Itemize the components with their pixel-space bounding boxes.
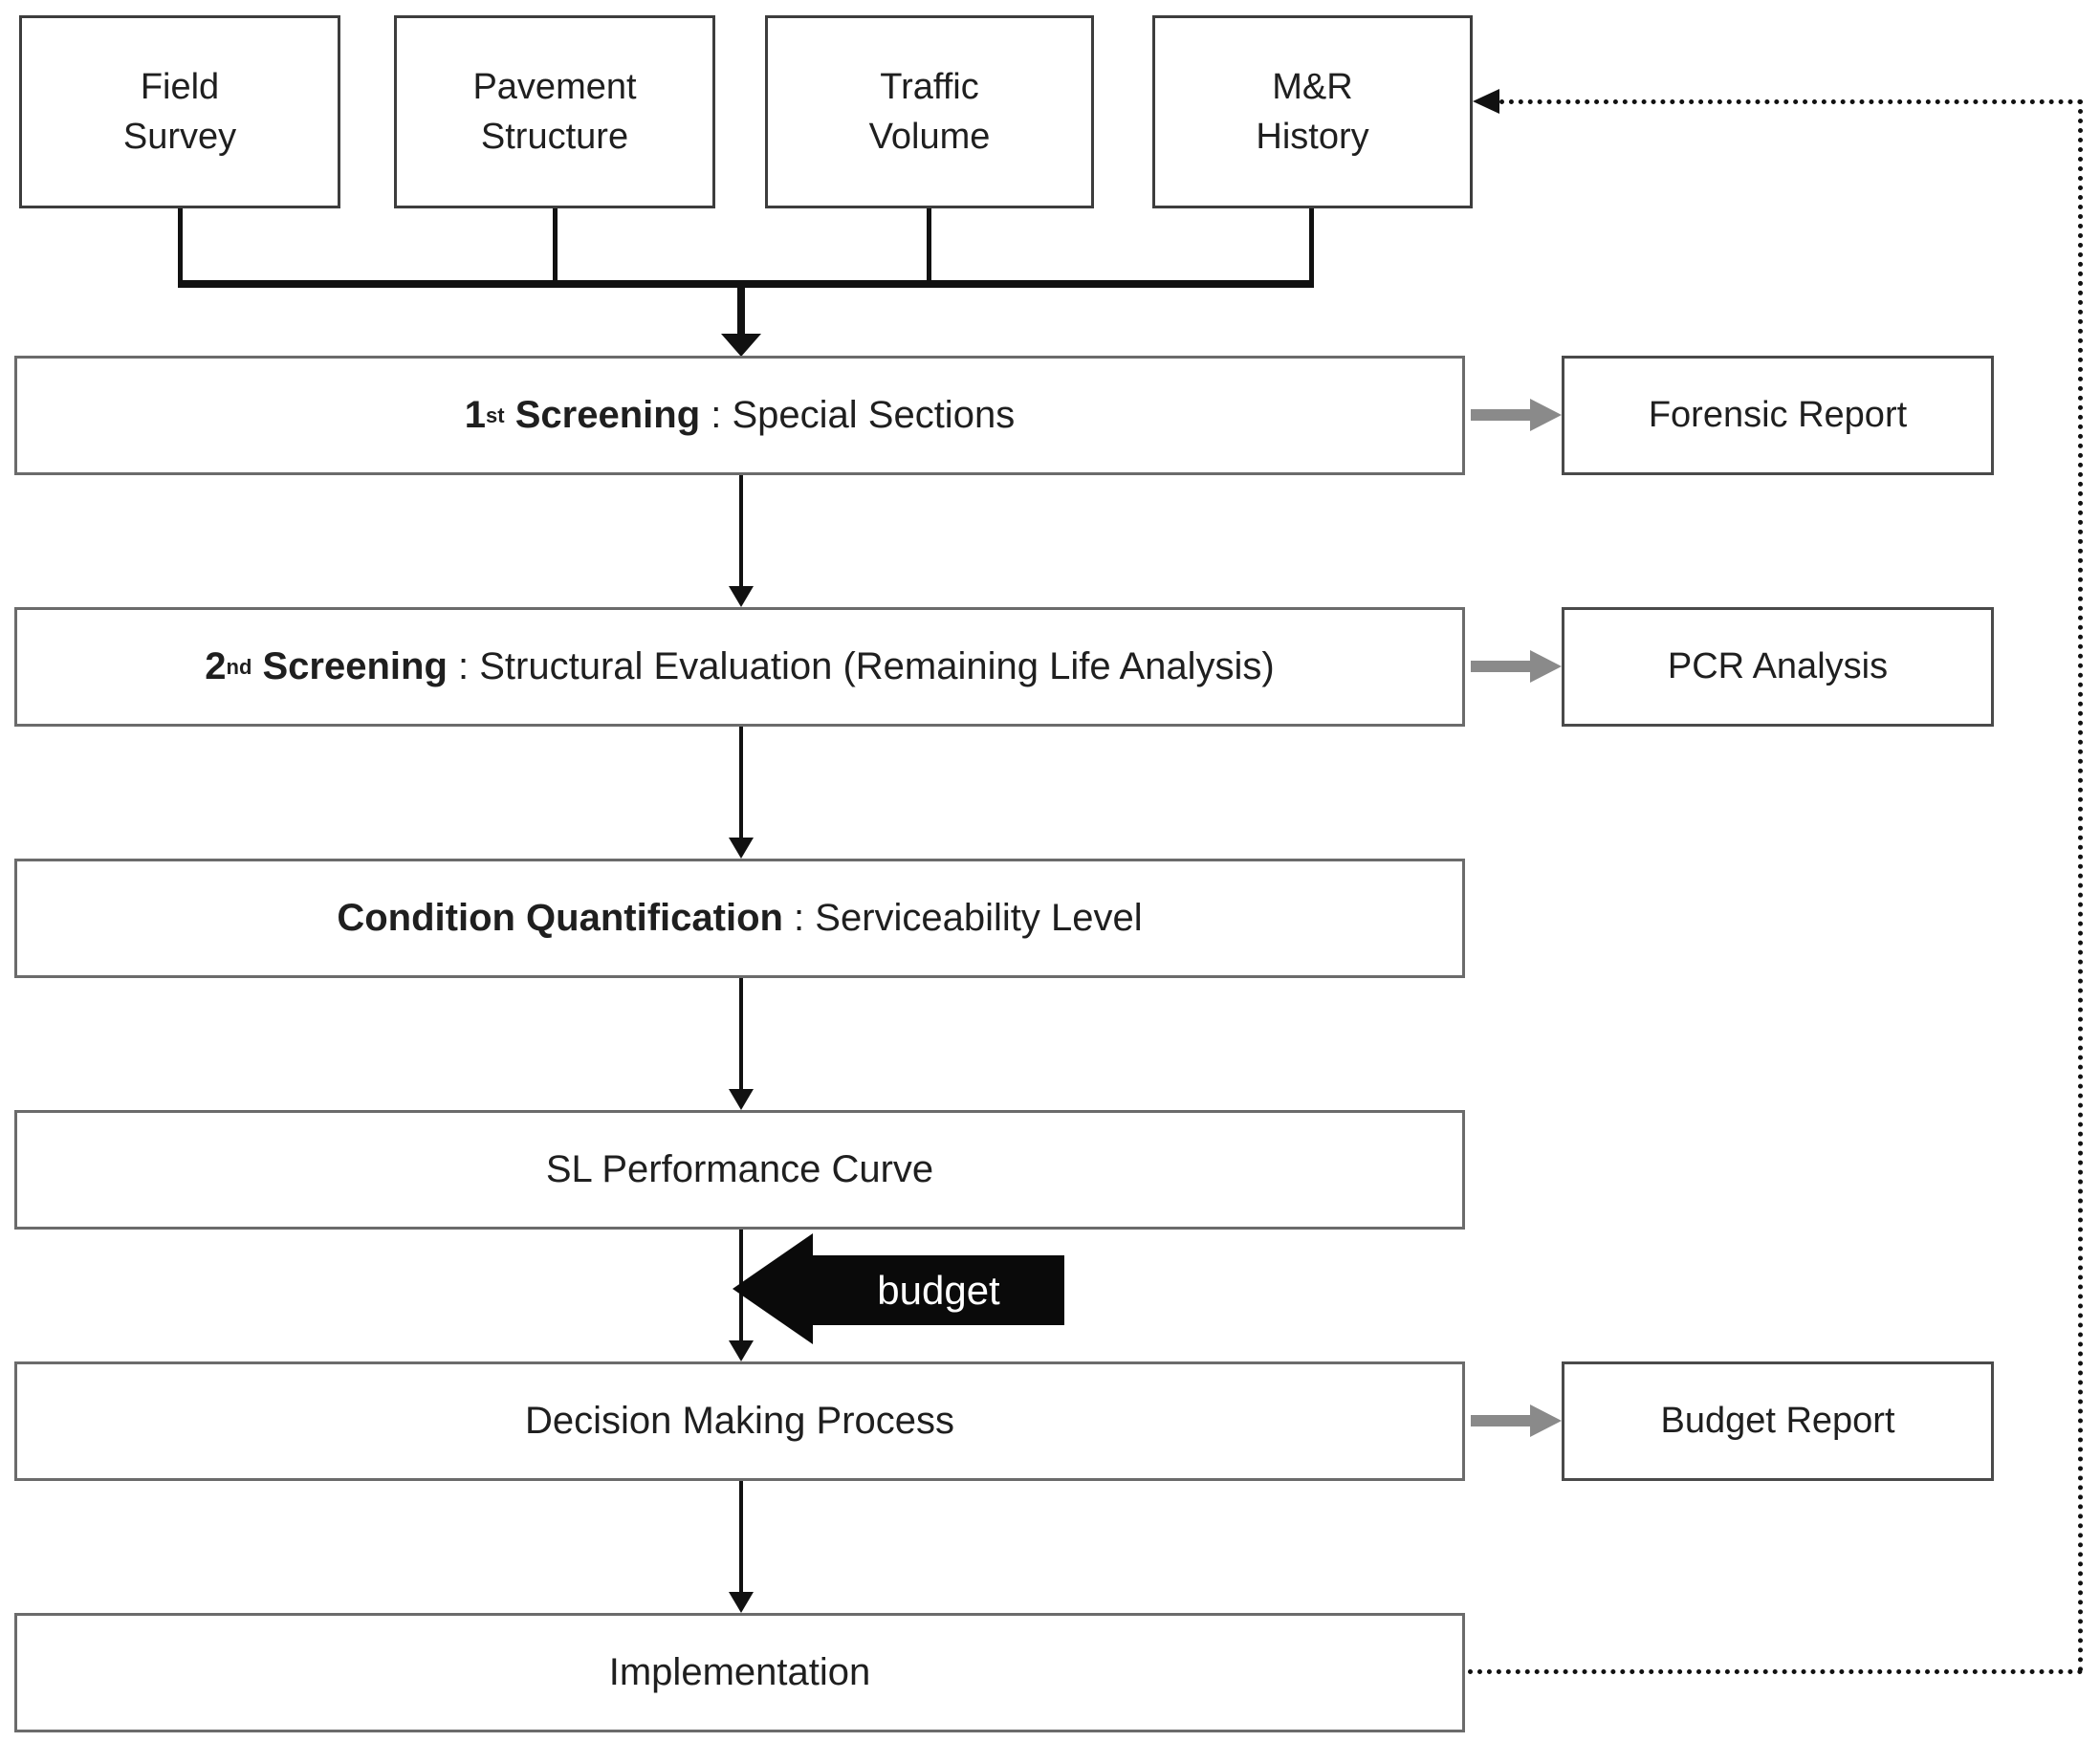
output-box-forensic-report: Forensic Report xyxy=(1562,356,1994,475)
arrow-down-2 xyxy=(739,727,743,838)
arrow-down-1 xyxy=(739,475,743,586)
arrow-right-pcr-analysis xyxy=(1471,661,1530,672)
budget-arrow: budget xyxy=(813,1255,1064,1325)
input-label-line1: Traffic xyxy=(880,66,979,107)
budget-label: budget xyxy=(877,1267,1000,1313)
input-label-line1: M&R xyxy=(1272,66,1353,107)
output-label: PCR Analysis xyxy=(1667,646,1889,686)
input-box-pavement-structure: Pavement Structure xyxy=(394,15,715,208)
connector-stub-field-survey xyxy=(178,208,183,283)
input-label-line2: Survey xyxy=(122,117,237,157)
feedback-arrowhead-icon xyxy=(1473,89,1499,114)
input-label-line1: Field xyxy=(140,66,220,107)
output-box-budget-report: Budget Report xyxy=(1562,1361,1994,1481)
step-bold-label: Condition Quantification xyxy=(337,897,783,939)
arrow-down-to-1st-screening xyxy=(737,288,745,336)
step-implementation: Implementation xyxy=(14,1613,1465,1732)
step-bold-label: Screening xyxy=(504,394,701,436)
input-box-field-survey: Field Survey xyxy=(19,15,340,208)
connector-horizontal-bar xyxy=(178,280,1314,288)
step-decision-making-process: Decision Making Process xyxy=(14,1361,1465,1481)
arrowhead-down-1-icon xyxy=(729,586,754,607)
step-rest-label: : Serviceability Level xyxy=(782,897,1143,939)
arrow-down-5 xyxy=(739,1481,743,1592)
arrowhead-right-forensic-report-icon xyxy=(1530,399,1562,431)
output-box-pcr-analysis: PCR Analysis xyxy=(1562,607,1994,727)
arrowhead-down-3-icon xyxy=(729,1089,754,1110)
connector-stub-traffic-volume xyxy=(927,208,931,283)
step-condition-quantification: Condition Quantification : Serviceabilit… xyxy=(14,859,1465,978)
step-rest-label: SL Performance Curve xyxy=(545,1148,934,1190)
budget-arrowhead-left-icon xyxy=(733,1233,813,1344)
step-rest-label: : Special Sections xyxy=(700,394,1016,436)
arrowhead-down-to-1st-screening-icon xyxy=(721,334,761,357)
step-rest-label: Decision Making Process xyxy=(524,1400,955,1442)
arrow-down-3 xyxy=(739,978,743,1089)
input-box-mr-history: M&R History xyxy=(1152,15,1473,208)
step-rest-label: Implementation xyxy=(608,1651,871,1693)
input-label-line2: Structure xyxy=(480,117,629,157)
connector-stub-pavement-structure xyxy=(553,208,558,283)
feedback-dotted-line-bottom xyxy=(1468,1669,2083,1674)
input-label-line2: Volume xyxy=(868,117,991,157)
arrowhead-right-budget-report-icon xyxy=(1530,1404,1562,1437)
step-number: 1 xyxy=(464,394,487,436)
arrow-right-forensic-report xyxy=(1471,409,1530,421)
arrow-right-budget-report xyxy=(1471,1415,1530,1426)
input-label-line1: Pavement xyxy=(472,66,637,107)
feedback-dotted-line-right xyxy=(2078,99,2083,1673)
arrowhead-down-4-icon xyxy=(729,1340,754,1361)
step-rest-label: : Structural Evaluation (Remaining Life … xyxy=(447,645,1275,687)
step-sl-performance-curve: SL Performance Curve xyxy=(14,1110,1465,1230)
arrowhead-right-pcr-analysis-icon xyxy=(1530,650,1562,683)
input-box-traffic-volume: Traffic Volume xyxy=(765,15,1094,208)
arrowhead-down-5-icon xyxy=(729,1592,754,1613)
step-bold-label: Screening xyxy=(252,645,448,687)
arrowhead-down-2-icon xyxy=(729,838,754,859)
output-label: Forensic Report xyxy=(1648,395,1908,435)
input-label-line2: History xyxy=(1256,117,1369,157)
output-label: Budget Report xyxy=(1660,1401,1895,1441)
step-number: 2 xyxy=(205,645,227,687)
connector-stub-mr-history xyxy=(1309,208,1314,283)
feedback-dotted-line-top xyxy=(1499,99,2083,104)
